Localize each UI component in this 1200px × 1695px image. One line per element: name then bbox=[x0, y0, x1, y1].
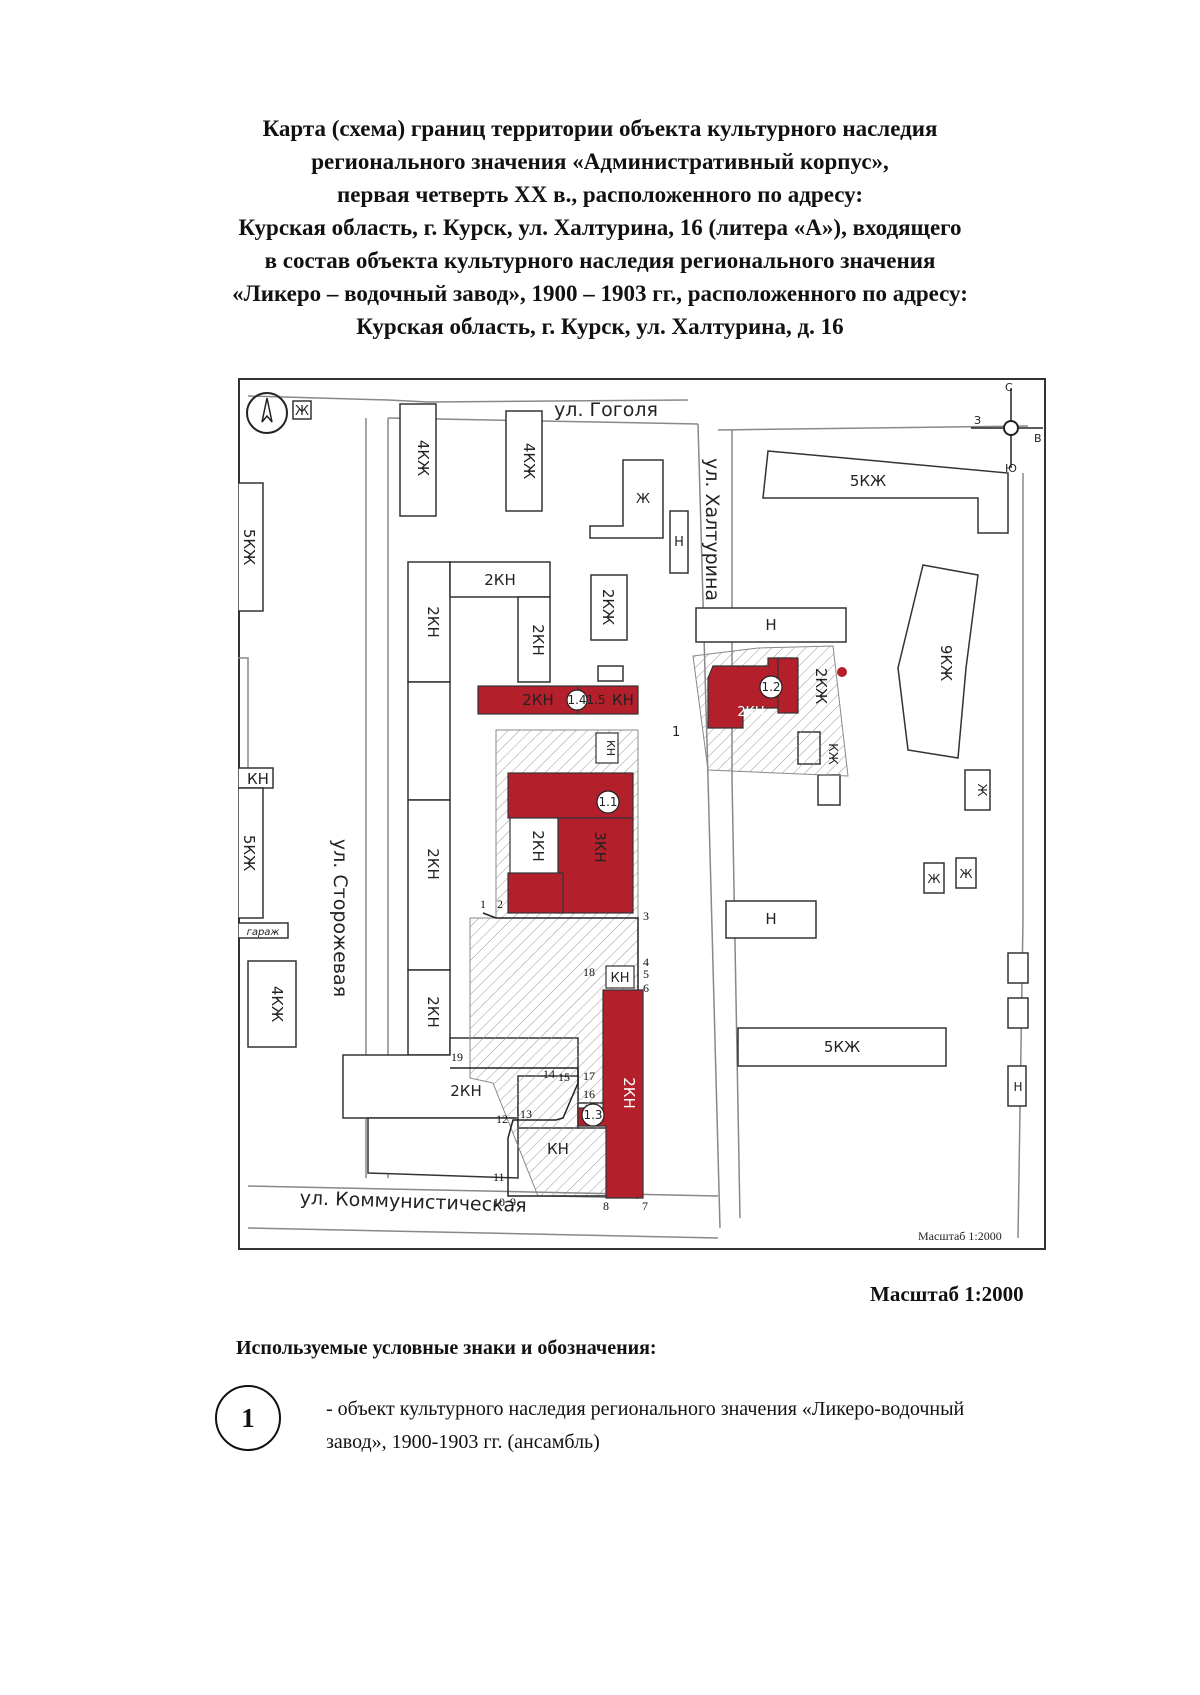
street-storozhevaya: ул. Сторожевая bbox=[329, 839, 351, 997]
compass-west: З bbox=[974, 414, 981, 427]
title-line-1: Карта (схема) границ территории объекта … bbox=[262, 116, 938, 141]
label-3kn: 3КН bbox=[591, 831, 609, 862]
map-scale-note: Масштаб 1:2000 bbox=[918, 1229, 1002, 1243]
label-n-b: Н bbox=[765, 616, 776, 634]
title-line-7: Курская область, г. Курск, ул. Халтурина… bbox=[356, 314, 844, 339]
site-map: ул. Гоголя ул. Халтурина ул. Сторожевая … bbox=[238, 378, 1046, 1250]
legend-symbol-circle: 1 bbox=[215, 1385, 281, 1451]
label-2kn-v4: 2КН bbox=[424, 996, 442, 1027]
label-2kzh-side: 2КЖ bbox=[812, 668, 830, 704]
label-5kzh-left2: 5КЖ bbox=[240, 835, 258, 871]
point-4: 4 bbox=[643, 955, 649, 969]
label-zh-a: Ж bbox=[295, 404, 309, 419]
label-zh-c: Ж bbox=[928, 872, 941, 886]
point-11: 11 bbox=[493, 1170, 505, 1184]
point-14: 14 bbox=[543, 1067, 555, 1081]
point-10: 10 bbox=[493, 1195, 505, 1209]
label-zh-e: Ж bbox=[975, 784, 989, 797]
label-4kzh-c: 4КЖ bbox=[268, 986, 286, 1022]
label-5kzh-top: 5КЖ bbox=[850, 472, 886, 490]
object-label-12: 1.2 bbox=[761, 680, 780, 694]
courtyard-11 bbox=[509, 817, 559, 874]
annex-kn bbox=[595, 732, 619, 764]
label-garage: гараж bbox=[247, 927, 280, 938]
label-kn-small1: КН bbox=[604, 740, 617, 756]
label-zh-d: Ж bbox=[960, 867, 973, 881]
object-label-13: 1.3 bbox=[583, 1108, 602, 1122]
label-kzh: КЖ bbox=[826, 743, 840, 765]
point-9: 9 bbox=[510, 1195, 516, 1209]
object-markers bbox=[566, 675, 783, 1127]
label-2kn-14: 2КН bbox=[522, 691, 553, 709]
compass-north: С bbox=[1005, 381, 1013, 394]
point-8: 8 bbox=[603, 1199, 609, 1213]
label-n-a: Н bbox=[674, 535, 684, 550]
scale-label: Масштаб 1:2000 bbox=[870, 1282, 1024, 1306]
object-label-11: 1.1 bbox=[598, 795, 617, 809]
label-kn-15: КН bbox=[612, 691, 634, 709]
point-16: 16 bbox=[583, 1087, 595, 1101]
boundary-line bbox=[450, 912, 639, 1199]
compass-east: В bbox=[1034, 432, 1042, 445]
document-title: Карта (схема) границ территории объекта … bbox=[100, 112, 1100, 343]
point-3: 3 bbox=[643, 909, 649, 923]
point-17: 17 bbox=[583, 1069, 595, 1083]
label-2kn-v2: 2КН bbox=[529, 624, 547, 655]
label-2kn-v3: 2КН bbox=[424, 848, 442, 879]
label-2kn-v1: 2КН bbox=[424, 606, 442, 637]
object-label-15: 1.5 bbox=[586, 693, 605, 707]
point-12: 12 bbox=[496, 1112, 508, 1126]
object-label-14: 1.4 bbox=[567, 693, 586, 707]
compass-rose-icon bbox=[971, 388, 1043, 468]
legend-item-text: - объект культурного наследия региональн… bbox=[326, 1398, 965, 1453]
annex-kn-18 bbox=[605, 965, 635, 989]
label-2kn-top: 2КН bbox=[484, 571, 515, 589]
title-line-5: в состав объекта культурного наследия ре… bbox=[264, 248, 936, 273]
heritage-buildings bbox=[477, 657, 799, 1199]
label-2kzh-a: 2КЖ bbox=[599, 589, 617, 625]
title-line-3: первая четверть XX в., расположенного по… bbox=[337, 182, 863, 207]
point-6: 6 bbox=[643, 981, 649, 995]
north-arrow-icon bbox=[246, 392, 288, 434]
title-line-2: регионального значения «Административный… bbox=[311, 149, 889, 174]
label-2kn-right: 2КН bbox=[620, 1077, 638, 1108]
label-n-c: Н bbox=[765, 910, 776, 928]
label-kn-bottom: КН bbox=[547, 1140, 569, 1158]
label-n-d: Н bbox=[1013, 1080, 1022, 1094]
label-9kzh: 9КЖ bbox=[937, 645, 955, 681]
title-line-6: «Ликеро – водочный завод», 1900 – 1903 г… bbox=[232, 281, 968, 306]
label-4kzh-a: 4КЖ bbox=[414, 440, 432, 476]
legend-title: Используемые условные знаки и обозначени… bbox=[236, 1337, 657, 1359]
label-2kn-inner: 2КН bbox=[529, 830, 547, 861]
street-gogolya: ул. Гоголя bbox=[554, 399, 658, 421]
marker-dot-icon bbox=[837, 667, 847, 677]
point-5: 5 bbox=[643, 967, 649, 981]
point-1: 1 bbox=[480, 897, 486, 911]
point-2: 2 bbox=[497, 897, 503, 911]
point-18: 18 bbox=[583, 965, 595, 979]
boundary-label: 1 bbox=[672, 725, 680, 740]
label-zh-b: Ж bbox=[636, 492, 650, 507]
label-5kzh-left: 5КЖ bbox=[240, 529, 258, 565]
label-kn-left: КН bbox=[247, 770, 269, 788]
label-4kzh-b: 4КЖ bbox=[520, 443, 538, 479]
street-khalturina: ул. Халтурина bbox=[701, 458, 723, 601]
label-2kn-12: 2КН bbox=[737, 705, 764, 720]
label-5kzh-bottom: 5КЖ bbox=[824, 1038, 860, 1056]
label-kn-small2: КН bbox=[610, 971, 629, 986]
point-15: 15 bbox=[558, 1070, 570, 1084]
title-line-4: Курская область, г. Курск, ул. Халтурина… bbox=[238, 215, 962, 240]
point-13: 13 bbox=[520, 1107, 532, 1121]
compass-south: Ю bbox=[1005, 462, 1017, 475]
point-19: 19 bbox=[451, 1050, 463, 1064]
point-7: 7 bbox=[642, 1199, 648, 1213]
label-2kn-bottom: 2КН bbox=[450, 1082, 481, 1100]
